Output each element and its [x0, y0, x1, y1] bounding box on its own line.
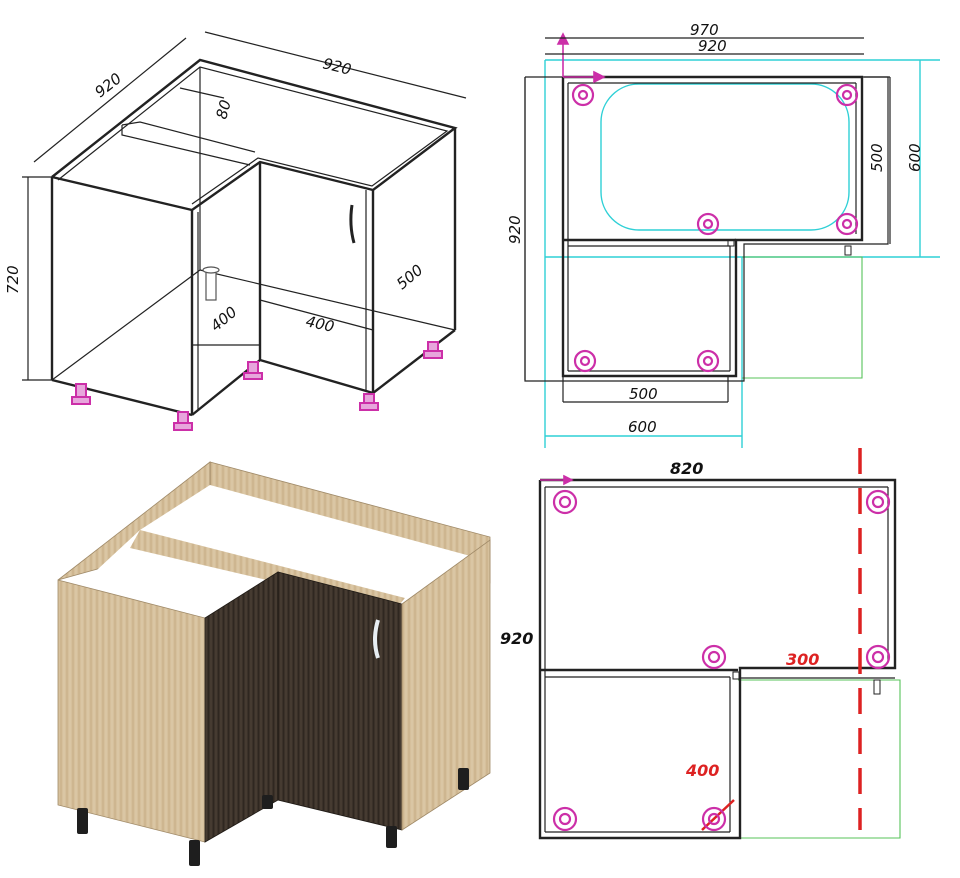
- dim-iso-side: 500: [393, 261, 427, 293]
- dim-iso-depth: 920: [91, 69, 125, 101]
- dim-plan2-door: 400: [685, 761, 719, 780]
- handle-render-icon: [373, 619, 380, 659]
- iso-wireframe-view: 920 920 80 720 500 400 400: [4, 31, 467, 431]
- feet-render: [77, 768, 469, 866]
- dim-plan-left-height: 920: [506, 215, 524, 244]
- handle-icon: [349, 204, 356, 244]
- dim-iso-rail: 80: [212, 98, 234, 121]
- render-view: [57, 461, 491, 866]
- dim-plan-bottom-inner: 500: [629, 385, 658, 403]
- dim-plan-outer-width: 970: [690, 21, 719, 39]
- feet-plan-bottom: [552, 489, 891, 832]
- dim-plan-inner-width: 920: [698, 37, 727, 55]
- feet-iso: [71, 341, 443, 431]
- dim-iso-inner-front: 400: [304, 312, 336, 336]
- dim-plan-depth-outer: 600: [906, 143, 924, 172]
- dim-iso-inner-left: 400: [207, 303, 241, 335]
- dim-plan-depth-right: 500: [868, 143, 886, 172]
- dim-plan2-offset: 300: [786, 650, 819, 669]
- dim-plan2-height: 920: [500, 629, 533, 648]
- dim-iso-height: 720: [4, 265, 22, 294]
- plan-top-view: 970 920 500 600 920 500 600: [506, 21, 940, 448]
- axis-arrows: [556, 32, 606, 84]
- dim-plan2-width: 820: [670, 459, 703, 478]
- axis-arrow-bottom: [540, 474, 574, 486]
- feet-plan-top: [571, 83, 859, 373]
- dim-plan-bottom-outer: 600: [628, 418, 657, 436]
- dim-iso-width: 920: [321, 54, 353, 78]
- plan-bottom-view: 820 920 300 400: [500, 448, 901, 840]
